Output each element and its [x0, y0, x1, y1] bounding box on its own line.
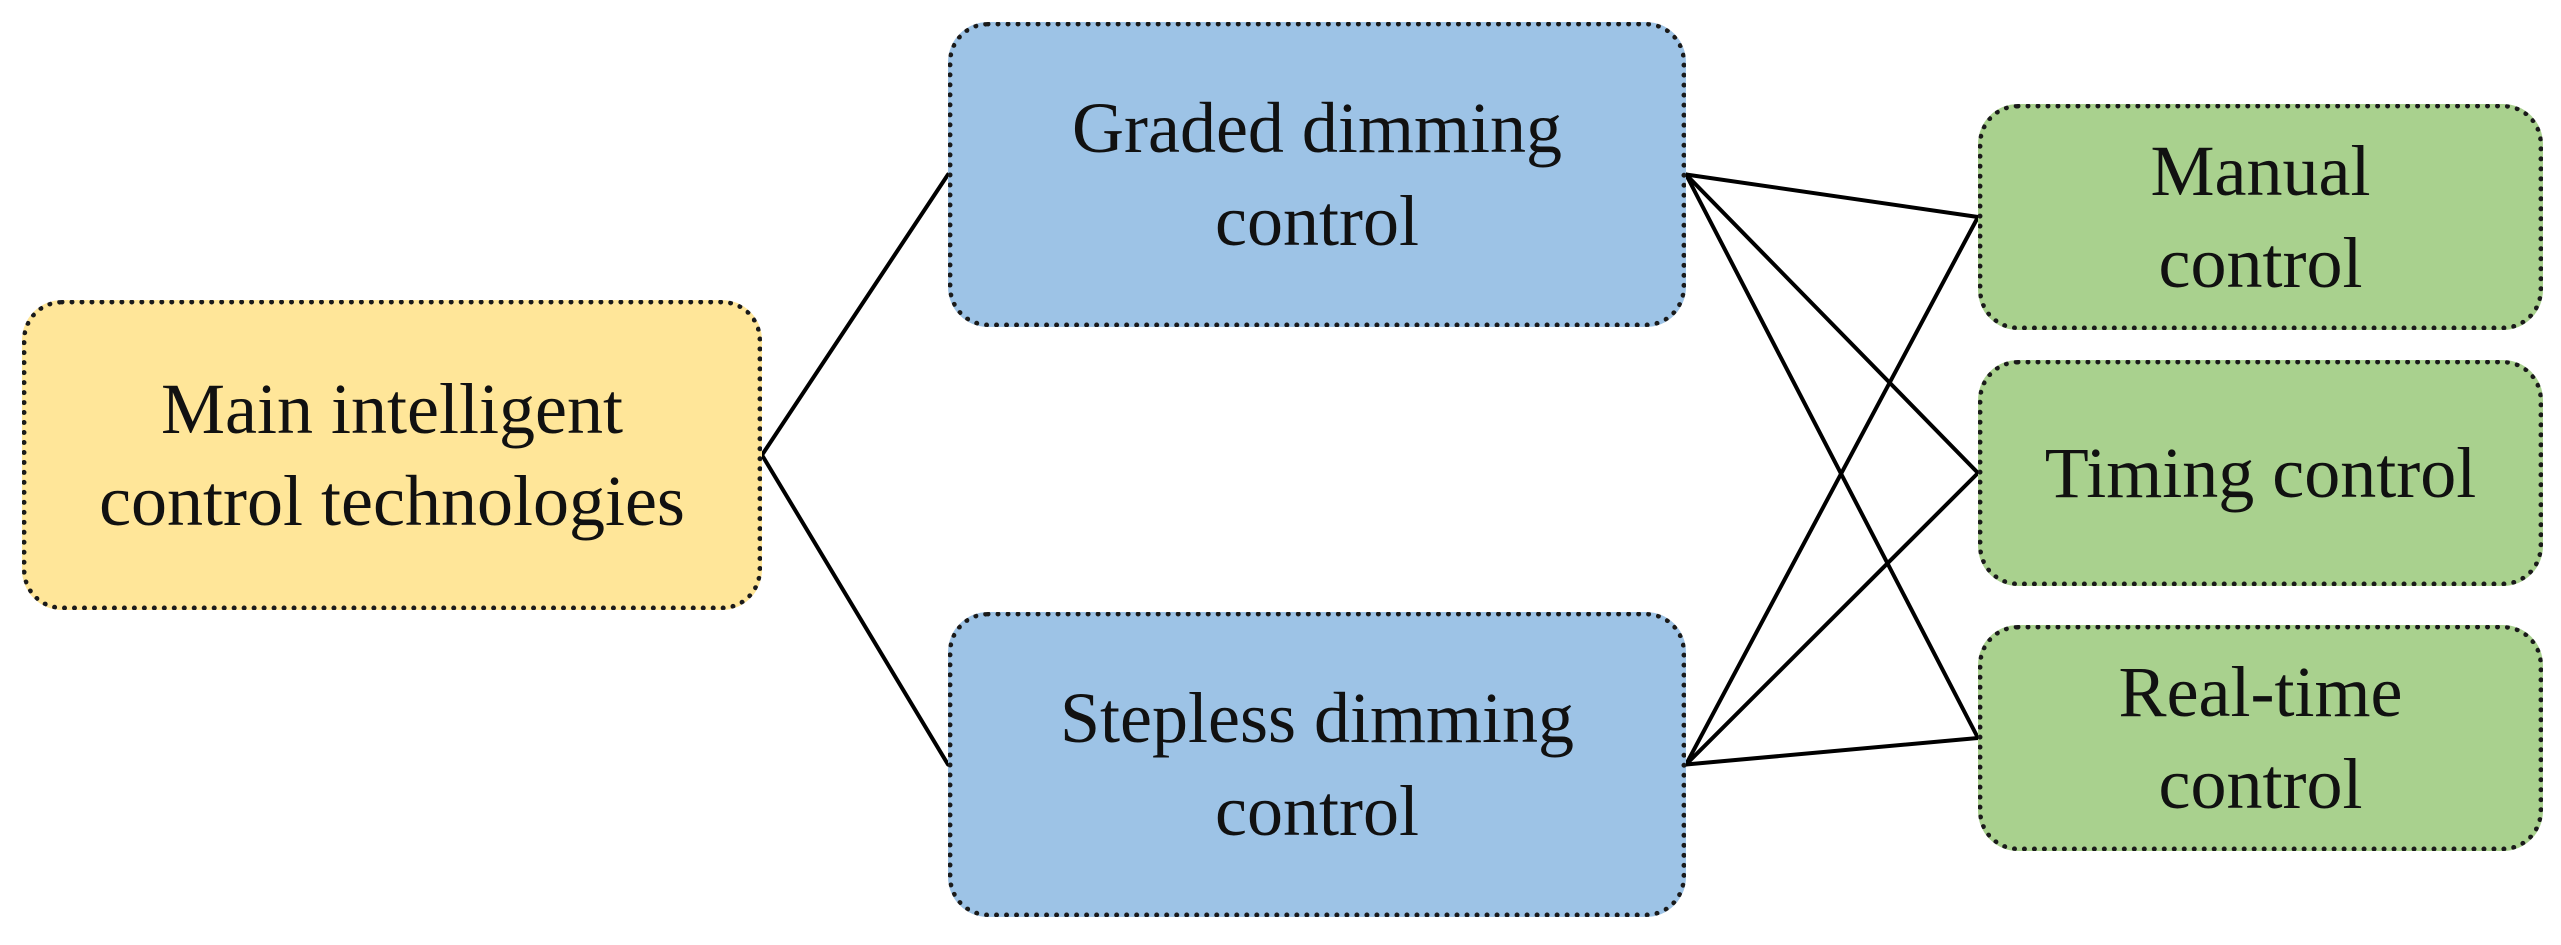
manual-control-node: Manual control [1978, 104, 2543, 330]
node-label: Main intelligent control technologies [99, 368, 685, 541]
node-label: Real-time control [2118, 651, 2403, 824]
node-label: Timing control [2044, 432, 2477, 513]
edge-stepless-to-realtime [1684, 736, 1980, 767]
main-intelligent-control-technologies-node: Main intelligent control technologies [22, 300, 762, 610]
edge-stepless-to-timing [1684, 471, 1980, 767]
real-time-control-node: Real-time control [1978, 625, 2543, 851]
edge-graded-to-realtime [1684, 172, 1980, 740]
edge-stepless-to-manual [1684, 215, 1980, 767]
stepless-dimming-control-node: Stepless dimming control [948, 612, 1686, 917]
graded-dimming-control-node: Graded dimming control [948, 22, 1686, 327]
node-label: Graded dimming control [1072, 88, 1562, 261]
edge-root-to-stepless [760, 453, 950, 767]
node-label: Stepless dimming control [1059, 678, 1575, 851]
edge-graded-to-manual [1684, 172, 1980, 219]
node-label: Manual control [2150, 130, 2371, 303]
timing-control-node: Timing control [1978, 360, 2543, 586]
edge-root-to-graded [760, 172, 950, 457]
edge-graded-to-timing [1684, 172, 1980, 475]
